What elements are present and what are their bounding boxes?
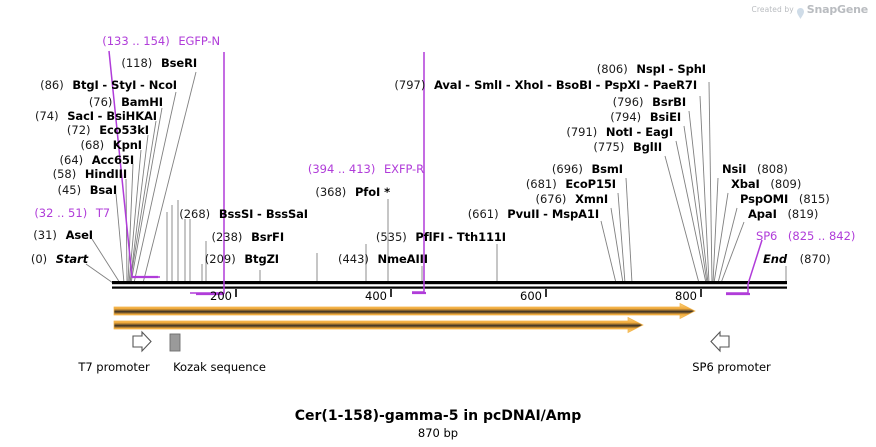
- label-eco53ki[interactable]: (72) Eco53kI: [66, 123, 149, 137]
- label-exfp-r[interactable]: (394 .. 413) EXFP-R: [307, 162, 424, 176]
- label-pflfi-tth111i[interactable]: (535) PflFI - Tth111I: [375, 230, 506, 244]
- orf-arrow-1: [113, 302, 696, 320]
- orf-arrow-2: [113, 316, 644, 334]
- label-nspi-sphi[interactable]: (806) NspI - SphI: [596, 62, 706, 76]
- label-nsii[interactable]: NsiI (808): [722, 162, 788, 176]
- label-egfp-n[interactable]: (133 .. 154) EGFP-N: [102, 34, 220, 48]
- label-pvuii-mspa1i[interactable]: (661) PvuII - MspA1I: [467, 207, 599, 221]
- label-saci-bsihkai[interactable]: (74) SacI - BsiHKAI: [34, 109, 157, 123]
- page-subtitle: 870 bp: [417, 426, 459, 440]
- label-bsiei[interactable]: (794) BsiEI: [610, 110, 681, 124]
- label-ecop15i[interactable]: (681) EcoP15I: [525, 177, 616, 191]
- label-asei[interactable]: (31) AseI: [33, 228, 93, 242]
- watermark-created-by: Created by: [751, 5, 794, 14]
- label-btgi-styi-ncoi[interactable]: (86) BtgI - StyI - NcoI: [40, 78, 177, 92]
- legend-t7-promoter[interactable]: T7 promoter: [78, 360, 150, 374]
- label-kpni[interactable]: (68) KpnI: [80, 138, 143, 152]
- label-pfoi[interactable]: (368) PfoI *: [315, 185, 390, 199]
- ruler-tick-600: 600: [520, 289, 542, 303]
- label-bglii[interactable]: (775) BglII: [593, 140, 662, 154]
- label-xmni[interactable]: (676) XmnI: [535, 192, 608, 206]
- ruler-ticks: [235, 289, 702, 297]
- ruler-tick-200: 200: [210, 289, 232, 303]
- label-bsai[interactable]: (45) BsaI: [57, 183, 117, 197]
- label-apai[interactable]: ApaI (819): [748, 207, 819, 221]
- snapgene-watermark: Created by SnapGene: [751, 3, 868, 19]
- label-bsmi[interactable]: (696) BsmI: [551, 162, 623, 176]
- label-noti-eagi[interactable]: (791) NotI - EagI: [566, 125, 673, 139]
- label-end[interactable]: End (870): [763, 252, 831, 266]
- watermark-brand: SnapGene: [806, 3, 868, 16]
- label-sp6[interactable]: SP6 (825 .. 842): [756, 229, 856, 243]
- legend-kozak-sequence[interactable]: Kozak sequence: [173, 360, 266, 374]
- label-btgzi[interactable]: (209) BtgZI: [204, 252, 279, 266]
- label-hindiii[interactable]: (58) HindIII: [52, 167, 127, 181]
- label-t7[interactable]: (32 .. 51) T7: [34, 206, 110, 220]
- label-xbai[interactable]: XbaI (809): [731, 177, 802, 191]
- promoter-arrow-left-icon: [710, 330, 730, 353]
- label-start[interactable]: (0) Start: [30, 252, 88, 266]
- kozak-box-icon: [169, 333, 181, 352]
- ruler-tick-400: 400: [365, 289, 387, 303]
- label-acc65i[interactable]: (64) Acc65I: [59, 153, 135, 167]
- label-pspomi[interactable]: PspOMI (815): [740, 192, 830, 206]
- ruler-tick-800: 800: [675, 289, 697, 303]
- label-bsrfi[interactable]: (238) BsrFI: [211, 230, 284, 244]
- label-bsssi-bsssai[interactable]: (268) BssSI - BssSaI: [179, 207, 308, 221]
- label-avai-smli-xhoi-bsobi-pspxi-paer7i[interactable]: (797) AvaI - SmlI - XhoI - BsoBI - PspXI…: [394, 78, 697, 92]
- snapgene-logo-icon: [796, 4, 804, 19]
- page-title: Cer(1-158)-gamma-5 in pcDNAI/Amp: [294, 408, 582, 424]
- label-bsrbi[interactable]: (796) BsrBI: [612, 95, 687, 109]
- legend-sp6-promoter[interactable]: SP6 promoter: [692, 360, 771, 374]
- label-bseri[interactable]: (118) BseRI: [121, 56, 197, 70]
- label-bamhi[interactable]: (76) BamHI: [88, 95, 163, 109]
- label-nmeaiii[interactable]: (443) NmeAIII: [337, 252, 428, 266]
- promoter-arrow-right-icon: [132, 330, 152, 353]
- sequence-backbone: [112, 281, 787, 289]
